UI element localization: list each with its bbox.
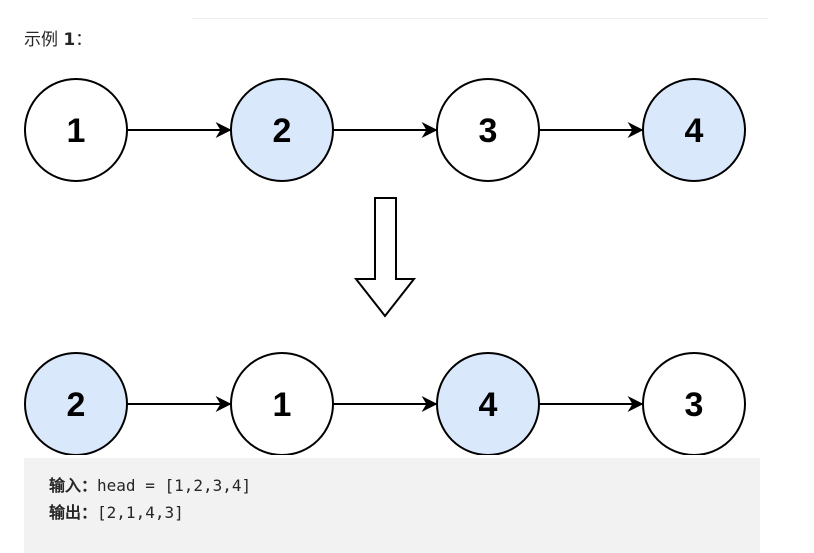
before-node-label-4: 4 [685, 112, 704, 150]
output-separator: ： [81, 503, 98, 522]
after-node-4 [642, 352, 746, 455]
top-divider [192, 18, 768, 19]
after-node-label-1: 2 [67, 386, 86, 424]
example-title: 示例 1： [24, 28, 92, 52]
example-number: 1 [63, 30, 76, 50]
before-node-label-1: 1 [67, 112, 86, 150]
before-node-4 [642, 78, 746, 182]
before-list: 1 2 3 4 [24, 78, 746, 182]
input-label: 输入 [49, 476, 82, 495]
after-list: 2 1 4 3 [24, 352, 746, 455]
output-label: 输出 [49, 503, 82, 522]
input-separator: ： [81, 476, 98, 495]
after-node-label-3: 4 [479, 386, 498, 424]
after-node-2 [230, 352, 334, 455]
example-colon: ： [75, 30, 93, 50]
before-node-label-2: 2 [273, 112, 292, 150]
linked-list-diagram: 1 2 3 4 2 1 4 3 [24, 78, 746, 455]
before-node-label-3: 3 [479, 112, 498, 150]
after-node-label-2: 1 [273, 386, 292, 424]
output-value: [2,1,4,3] [97, 503, 184, 522]
before-node-3 [436, 78, 540, 182]
before-node-2 [230, 78, 334, 182]
example-label: 示例 [24, 30, 58, 50]
before-node-1 [24, 78, 128, 182]
after-node-1 [24, 352, 128, 455]
input-value: head = [1,2,3,4] [97, 476, 252, 495]
input-line: 输入：head = [1,2,3,4] [49, 472, 760, 499]
output-line: 输出：[2,1,4,3] [49, 499, 760, 526]
down-arrow-icon [353, 197, 417, 318]
io-example-box: 输入：head = [1,2,3,4] 输出：[2,1,4,3] [24, 458, 760, 553]
after-node-label-4: 3 [685, 386, 704, 424]
after-node-3 [436, 352, 540, 455]
